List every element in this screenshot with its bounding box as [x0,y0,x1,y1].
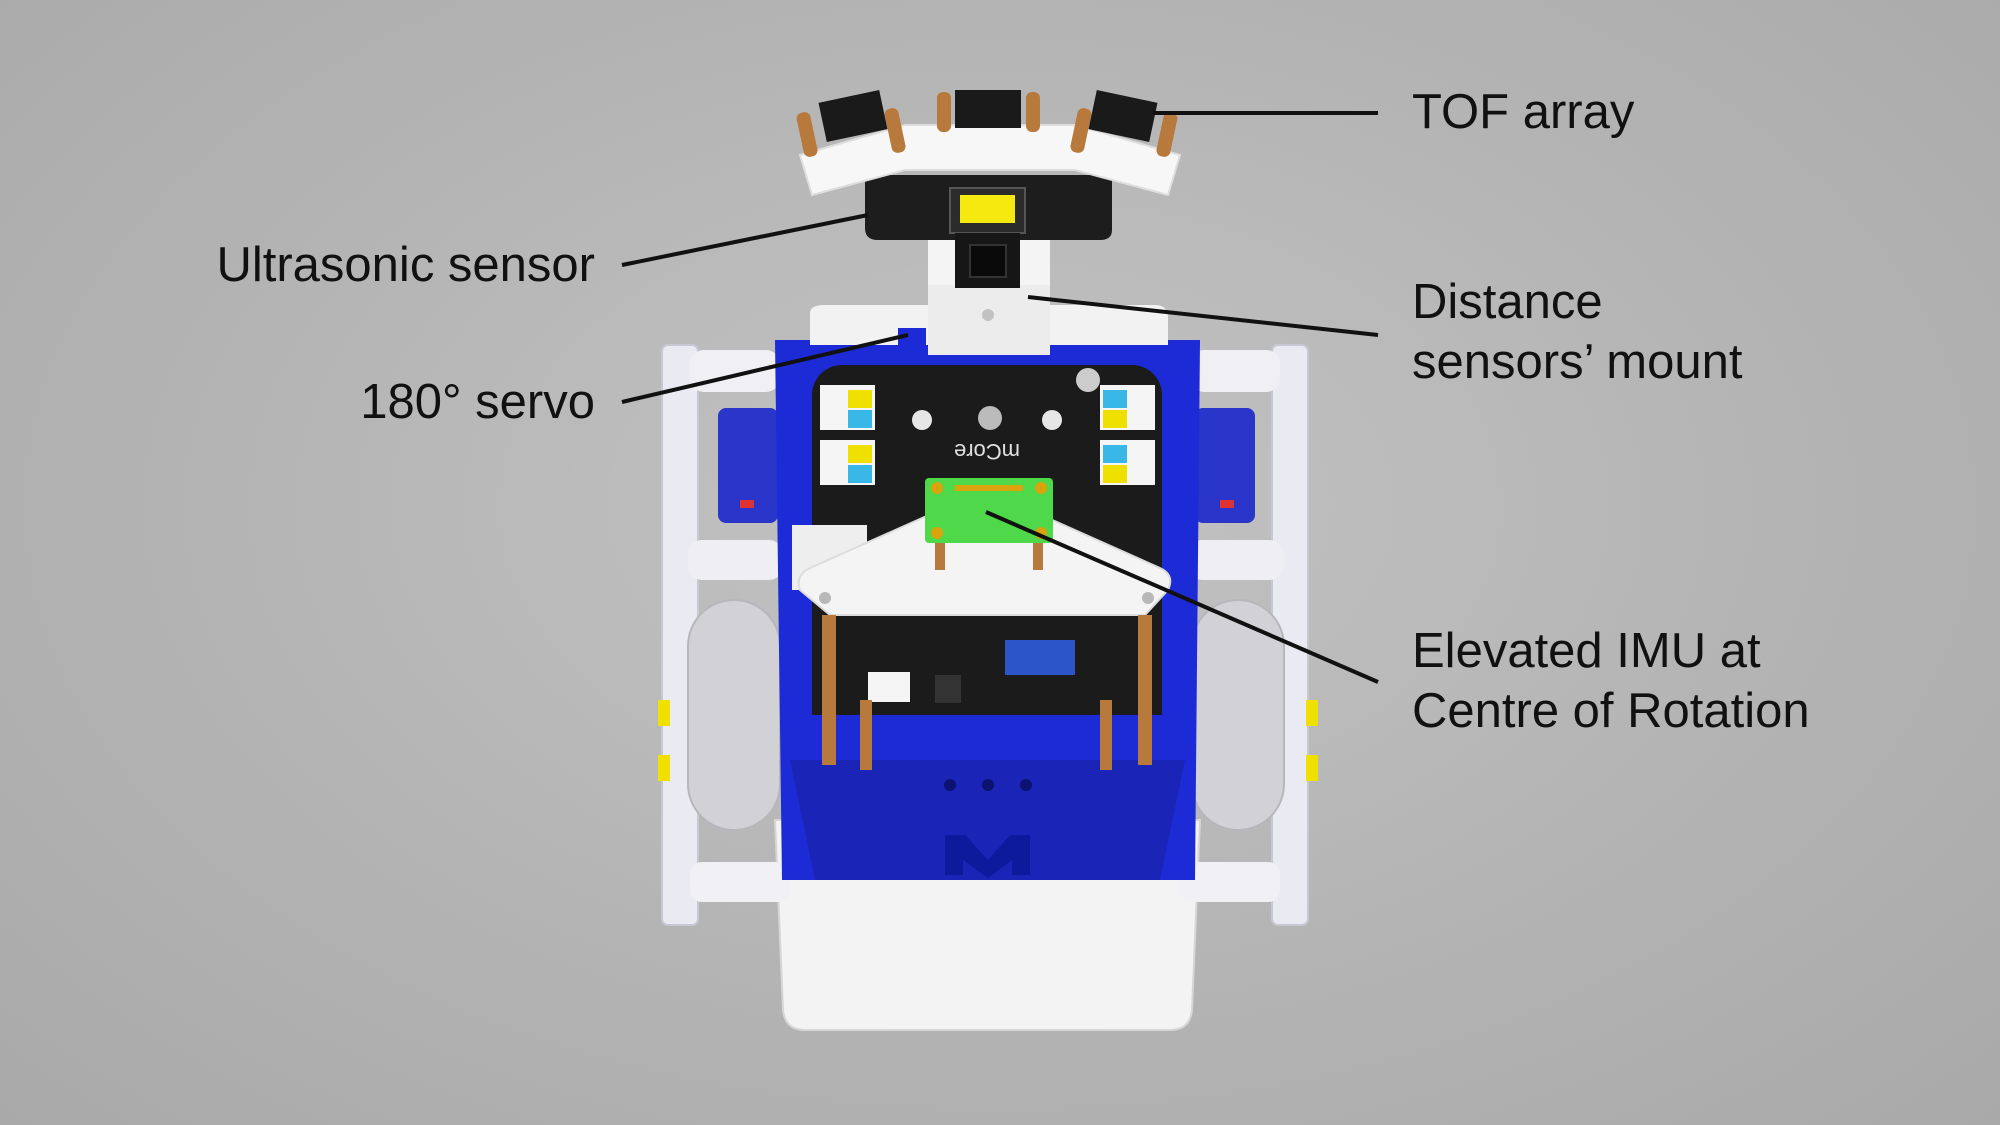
imu-label-line1: Elevated IMU at [1412,624,1761,678]
left-wheel [687,599,781,831]
tof-array-label: TOF array [1412,85,1635,139]
distance-mount-label-line2: sensors’ mount [1412,335,1743,389]
distance-mount-label-line1: Distance [1412,275,1603,329]
tof-array [796,89,1182,197]
imu-label-line2: Centre of Rotation [1412,684,1810,738]
distance-mount-leader [1027,295,1379,337]
ultrasonic-sensor [865,175,1112,288]
ultrasonic-leader [621,213,869,267]
ultrasonic-sensor-label: Ultrasonic sensor [216,238,595,292]
servo-leader [621,333,909,404]
brass-standoffs [822,540,1152,770]
servo-label: 180° servo [360,375,595,429]
board-silkscreen: mCore [954,439,1020,464]
imu-leader [985,510,1379,684]
servo-body [898,328,926,363]
leader-lines [621,111,1379,684]
